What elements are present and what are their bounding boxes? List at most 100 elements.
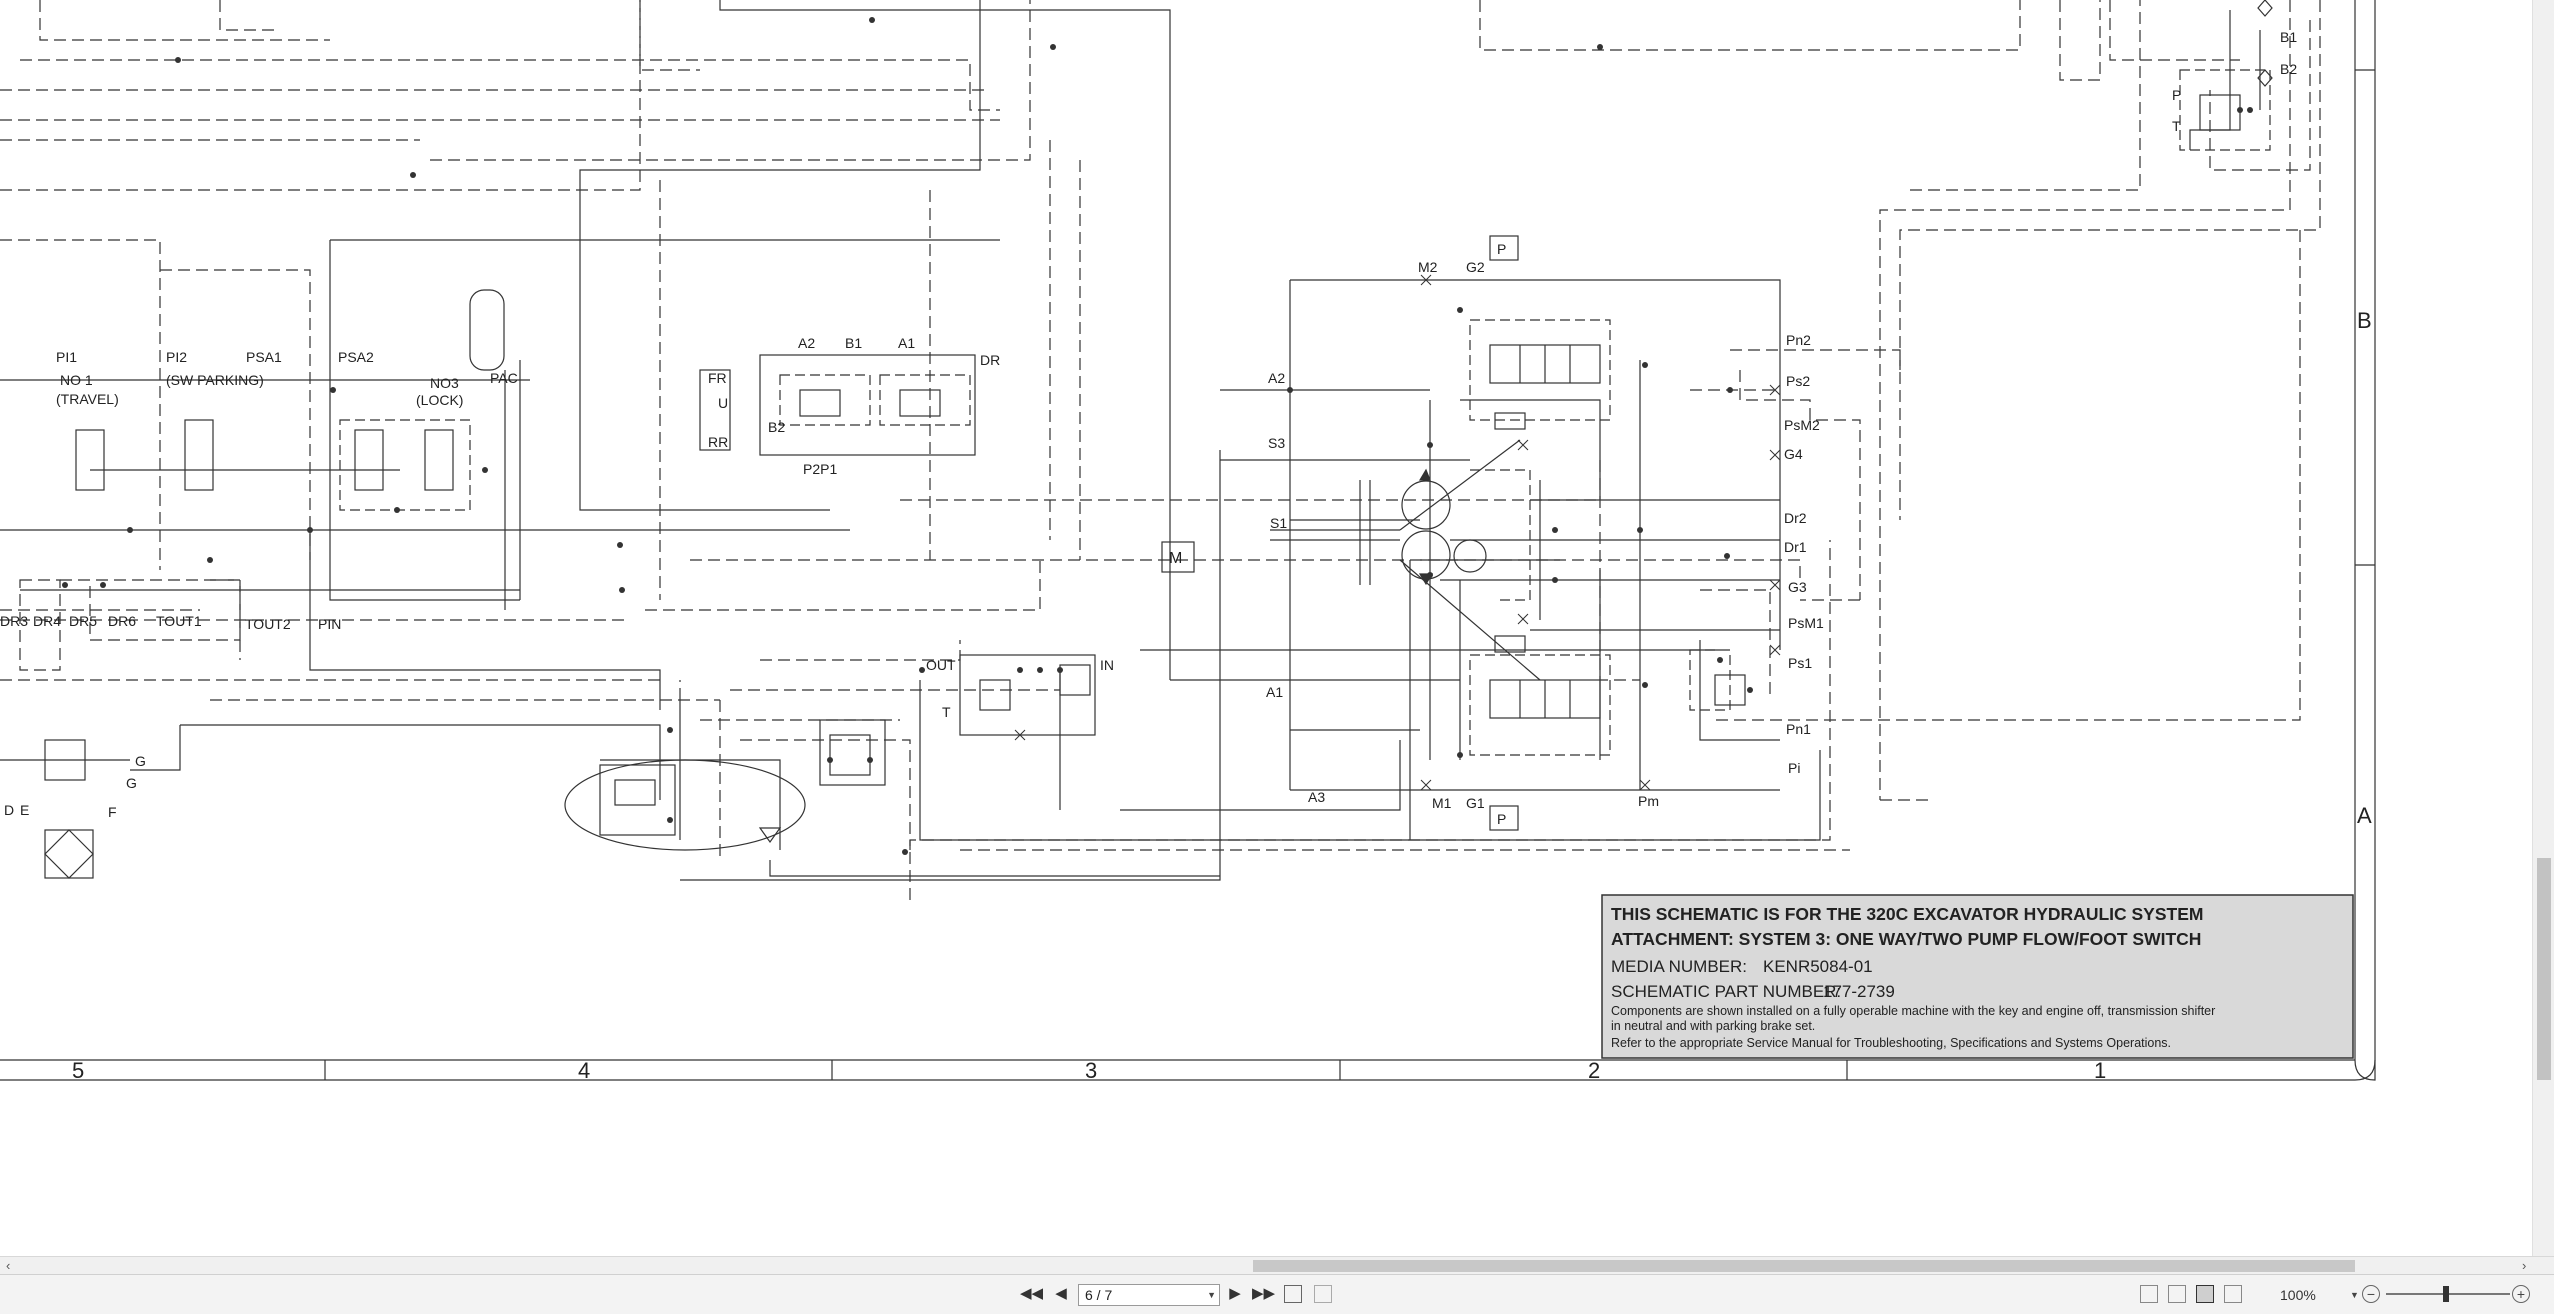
first-page-icon[interactable]: ◀◀ [1020,1285,1044,1302]
grid-col-5: 5 [72,1058,84,1083]
continuous-view-icon[interactable] [2168,1285,2186,1303]
label-tout1: TOUT1 [156,613,202,629]
label-dr1: Dr1 [1784,539,1807,555]
label-rr: RR [708,434,728,450]
label-psa2: PSA2 [338,349,374,365]
label-pm: Pm [1638,793,1659,809]
label-b1-top: B1 [845,335,862,351]
label-g3: G3 [1788,579,1807,595]
label-a2-pump: A2 [1268,370,1285,386]
scroll-left-icon[interactable]: ‹ [6,1258,11,1273]
label-a1-pump: A1 [1266,684,1283,700]
label-tout2: TOUT2 [245,616,291,632]
media-number-value: KENR5084-01 [1763,957,1873,976]
label-f: F [108,804,117,820]
label-pn2: Pn2 [1786,332,1811,348]
label-pac: PAC [490,370,518,386]
two-page-view-icon[interactable] [2196,1285,2214,1303]
facing-view-icon[interactable] [2224,1285,2242,1303]
note-line-3: Refer to the appropriate Service Manual … [1611,1036,2171,1050]
vertical-scroll-thumb[interactable] [2537,858,2551,1080]
label-b2-right: B2 [2280,61,2297,77]
title-block: THIS SCHEMATIC IS FOR THE 320C EXCAVATOR… [1601,894,2354,1059]
grid-col-2: 2 [1588,1058,1600,1083]
label-s1: S1 [1270,515,1287,531]
label-b1-right: B1 [2280,29,2297,45]
last-page-icon[interactable]: ▶▶ [1252,1285,1276,1302]
label-a3: A3 [1308,789,1325,805]
label-g-lower: G [126,775,137,791]
hydraulic-schematic: PI1 PI2 PSA1 PSA2 NO 1 (TRAVEL) (SW PARK… [0,0,2376,1083]
label-g4: G4 [1784,446,1803,462]
grid-row-a: A [2357,803,2372,828]
label-b2-mid: B2 [768,419,785,435]
copy-page-icon[interactable] [1284,1285,1302,1303]
label-p-right: P [2172,87,2181,103]
page-number-field[interactable]: 6 / 7 ▼ [1078,1284,1220,1306]
page-dropdown-icon[interactable]: ▼ [1207,1290,1216,1300]
label-no1: NO 1 [60,372,93,388]
zoom-slider-thumb[interactable] [2443,1286,2449,1302]
label-dr: DR [980,352,1000,368]
label-psa1: PSA1 [246,349,282,365]
label-dr4: DR4 [33,613,61,629]
page-number-text: 6 / 7 [1085,1287,1113,1303]
zoom-level[interactable]: 100% [2280,1287,2316,1303]
horizontal-scroll-thumb[interactable] [1253,1260,2355,1272]
label-s3: S3 [1268,435,1285,451]
scroll-right-icon[interactable]: › [2522,1258,2527,1273]
vertical-scrollbar[interactable] [2532,0,2554,1256]
single-page-view-icon[interactable] [2140,1285,2158,1303]
label-psm2: PsM2 [1784,417,1820,433]
label-motor: M [1169,550,1182,567]
label-pi1: PI1 [56,349,77,365]
label-d: D [4,802,14,818]
grid-col-1: 1 [2094,1058,2106,1083]
label-pi2: PI2 [166,349,187,365]
title-line-2: ATTACHMENT: SYSTEM 3: ONE WAY/TWO PUMP F… [1611,929,2201,949]
label-dr5: DR5 [69,613,97,629]
label-travel: (TRAVEL) [56,391,119,407]
label-m1: M1 [1432,795,1452,811]
previous-page-icon[interactable]: ◀ [1055,1285,1067,1302]
part-number-value: 177-2739 [1823,982,1895,1001]
label-a2-top: A2 [798,335,815,351]
media-number-label: MEDIA NUMBER: [1611,957,1747,976]
label-dr2: Dr2 [1784,510,1807,526]
horizontal-scrollbar[interactable]: ‹ › [0,1256,2554,1274]
zoom-dropdown-icon[interactable]: ▼ [2350,1290,2359,1300]
label-g1: G1 [1466,795,1485,811]
part-number-label: SCHEMATIC PART NUMBER: [1611,982,1841,1001]
label-ps2: Ps2 [1786,373,1810,389]
next-page-icon[interactable]: ▶ [1229,1285,1241,1302]
grid-row-b: B [2357,308,2372,333]
label-u: U [718,395,728,411]
zoom-out-icon[interactable]: − [2362,1285,2380,1303]
label-no3: NO3 [430,375,459,391]
label-sw-parking: (SW PARKING) [166,372,264,388]
label-pn1: Pn1 [1786,721,1811,737]
document-viewport[interactable]: PI1 PI2 PSA1 PSA2 NO 1 (TRAVEL) (SW PARK… [0,0,2532,1256]
label-p2p1: P2P1 [803,461,837,477]
label-m2: M2 [1418,259,1438,275]
label-p-bottom: P [1497,811,1506,827]
label-e: E [20,802,29,818]
label-lock: (LOCK) [416,392,463,408]
note-line-2: in neutral and with parking brake set. [1611,1019,1815,1033]
paste-page-icon[interactable] [1314,1285,1332,1303]
note-line-1: Components are shown installed on a full… [1611,1004,2215,1018]
status-bar: ◀◀ ◀ 6 / 7 ▼ ▶ ▶▶ 100% ▼ − + [0,1274,2554,1314]
label-g2: G2 [1466,259,1485,275]
label-fr: FR [708,370,727,386]
label-g-upper: G [135,753,146,769]
zoom-in-icon[interactable]: + [2512,1285,2530,1303]
label-in: IN [1100,657,1114,673]
label-ps1: Ps1 [1788,655,1812,671]
label-pi: Pi [1788,760,1800,776]
label-dr6: DR6 [108,613,136,629]
label-psm1: PsM1 [1788,615,1824,631]
label-dr3: DR3 [0,613,28,629]
label-t-valve: T [942,704,951,720]
label-a1-top: A1 [898,335,915,351]
label-pin: PIN [318,616,341,632]
